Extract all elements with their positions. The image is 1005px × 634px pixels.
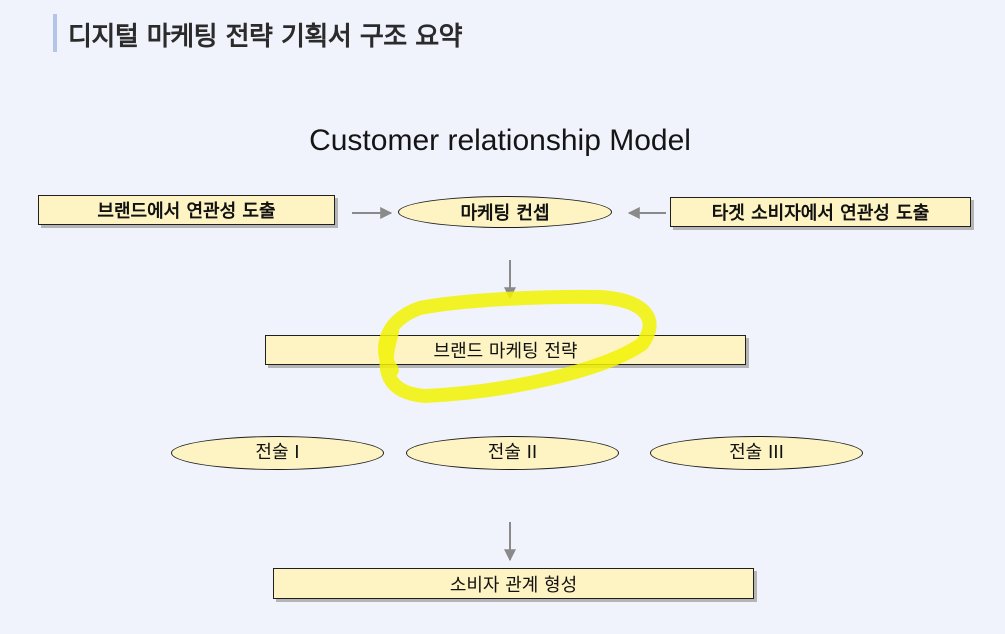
relationship-box: 소비자 관계 형성 <box>273 568 754 599</box>
target-derivation-box: 타겟 소비자에서 연관성 도출 <box>670 197 971 227</box>
tactic-1-ellipse: 전술 I <box>171 436 384 470</box>
tactic-3-ellipse: 전술 III <box>650 436 863 470</box>
page-title: 디지털 마케팅 전략 기획서 구조 요약 <box>68 22 463 52</box>
tactic-2-ellipse: 전술 II <box>406 436 619 470</box>
brand-derivation-box: 브랜드에서 연관성 도출 <box>38 195 335 225</box>
brand-strategy-box: 브랜드 마케팅 전략 <box>265 335 746 365</box>
marketing-concept-ellipse: 마케팅 컨셉 <box>398 196 612 228</box>
diagram-title: Customer relationship Model <box>309 124 691 157</box>
header-accent-bar <box>53 14 57 52</box>
